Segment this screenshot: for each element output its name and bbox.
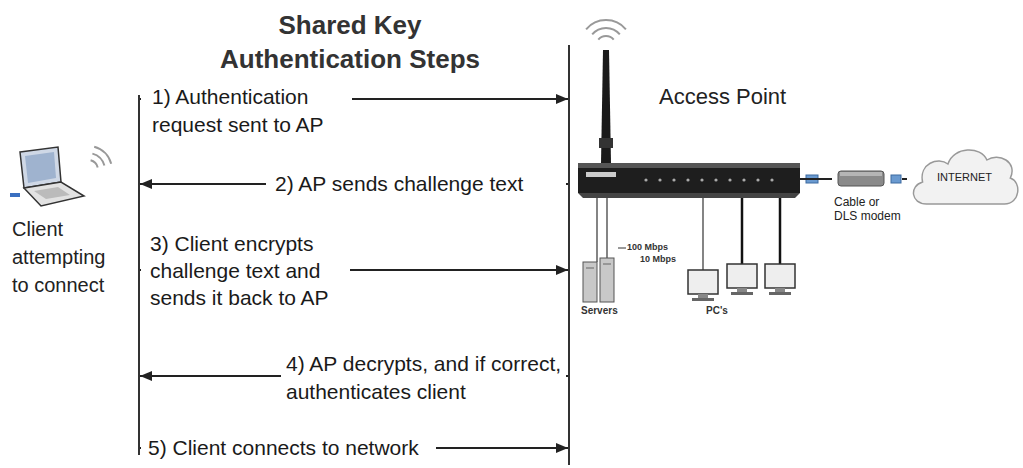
lan-cable — [596, 198, 597, 262]
cable-plug — [806, 175, 818, 183]
pc-monitor — [688, 270, 718, 294]
modem-top — [840, 172, 882, 176]
wifi-wave — [592, 28, 620, 34]
step-label: 3) Client encrypts challenge text and se… — [141, 230, 350, 311]
internet-cloud: INTERNET — [907, 140, 1022, 212]
router-led — [728, 178, 731, 181]
server-slot — [603, 264, 611, 265]
router-led — [756, 178, 759, 181]
access-point-lane: Access Point — [568, 45, 800, 465]
router-top — [578, 163, 800, 168]
router-led — [644, 178, 647, 181]
laptop-screen — [20, 147, 61, 188]
server-slot — [586, 268, 594, 269]
connector-arrow — [800, 178, 832, 180]
node-text: Client attempting to connect — [12, 215, 117, 299]
wifi-wave — [586, 20, 626, 29]
antenna-base — [599, 138, 613, 148]
laptop-keyboard — [34, 187, 70, 199]
pc-stand — [775, 288, 785, 292]
pc-stand — [698, 294, 708, 298]
router-bottom — [578, 193, 800, 198]
router-led — [672, 178, 675, 181]
node-text: INTERNET — [907, 170, 1022, 184]
lan-cable — [741, 198, 744, 264]
lan-cable — [606, 198, 607, 258]
router-led — [700, 178, 703, 181]
lan-cable — [702, 198, 703, 270]
modem-box: Cable or DLS modem — [832, 168, 902, 226]
router-logo — [586, 172, 616, 177]
lan-cable — [779, 198, 782, 264]
router-led — [686, 178, 689, 181]
diagram-title: Shared Key Authentication Steps — [205, 8, 495, 76]
pc-monitor — [727, 264, 757, 288]
wifi-wave — [598, 36, 613, 40]
pc-monitor — [765, 264, 795, 288]
router-led — [714, 178, 717, 181]
device-label: PC's — [706, 305, 728, 316]
device-label: Servers — [581, 305, 618, 316]
node-text: Access Point — [659, 83, 799, 111]
server-tower — [583, 262, 597, 302]
step-label: 4) AP decrypts, and if correct, authenti… — [281, 350, 566, 406]
connector-arrow — [902, 178, 907, 180]
cable-plug — [891, 175, 901, 183]
node-text: Cable or DLS modem — [834, 195, 903, 223]
speed-leader — [618, 248, 626, 249]
pc-base — [769, 292, 791, 295]
client-lane: Client attempting to connect — [0, 95, 140, 455]
pc-base — [692, 298, 714, 301]
wifi-wave — [94, 147, 111, 164]
wifi-wave — [91, 160, 98, 167]
speed-label: 10 Mbps — [640, 254, 676, 264]
speed-label: 100 Mbps — [627, 242, 668, 252]
router-led — [658, 178, 661, 181]
pc-stand — [737, 288, 747, 292]
laptop-card — [10, 193, 20, 197]
step-label: 1) Authentication request sent to AP — [141, 83, 352, 139]
step-label: 2) AP sends challenge text — [266, 170, 566, 198]
modem-device — [838, 171, 884, 186]
pc-base — [731, 292, 753, 295]
router-led — [770, 178, 773, 181]
step-label: 5) Client connects to network — [141, 434, 436, 462]
laptop-base — [24, 182, 84, 206]
wifi-wave — [92, 154, 104, 166]
laptop-display — [25, 152, 56, 183]
router-body — [578, 163, 800, 193]
server-tower — [600, 258, 614, 302]
router-led — [742, 178, 745, 181]
